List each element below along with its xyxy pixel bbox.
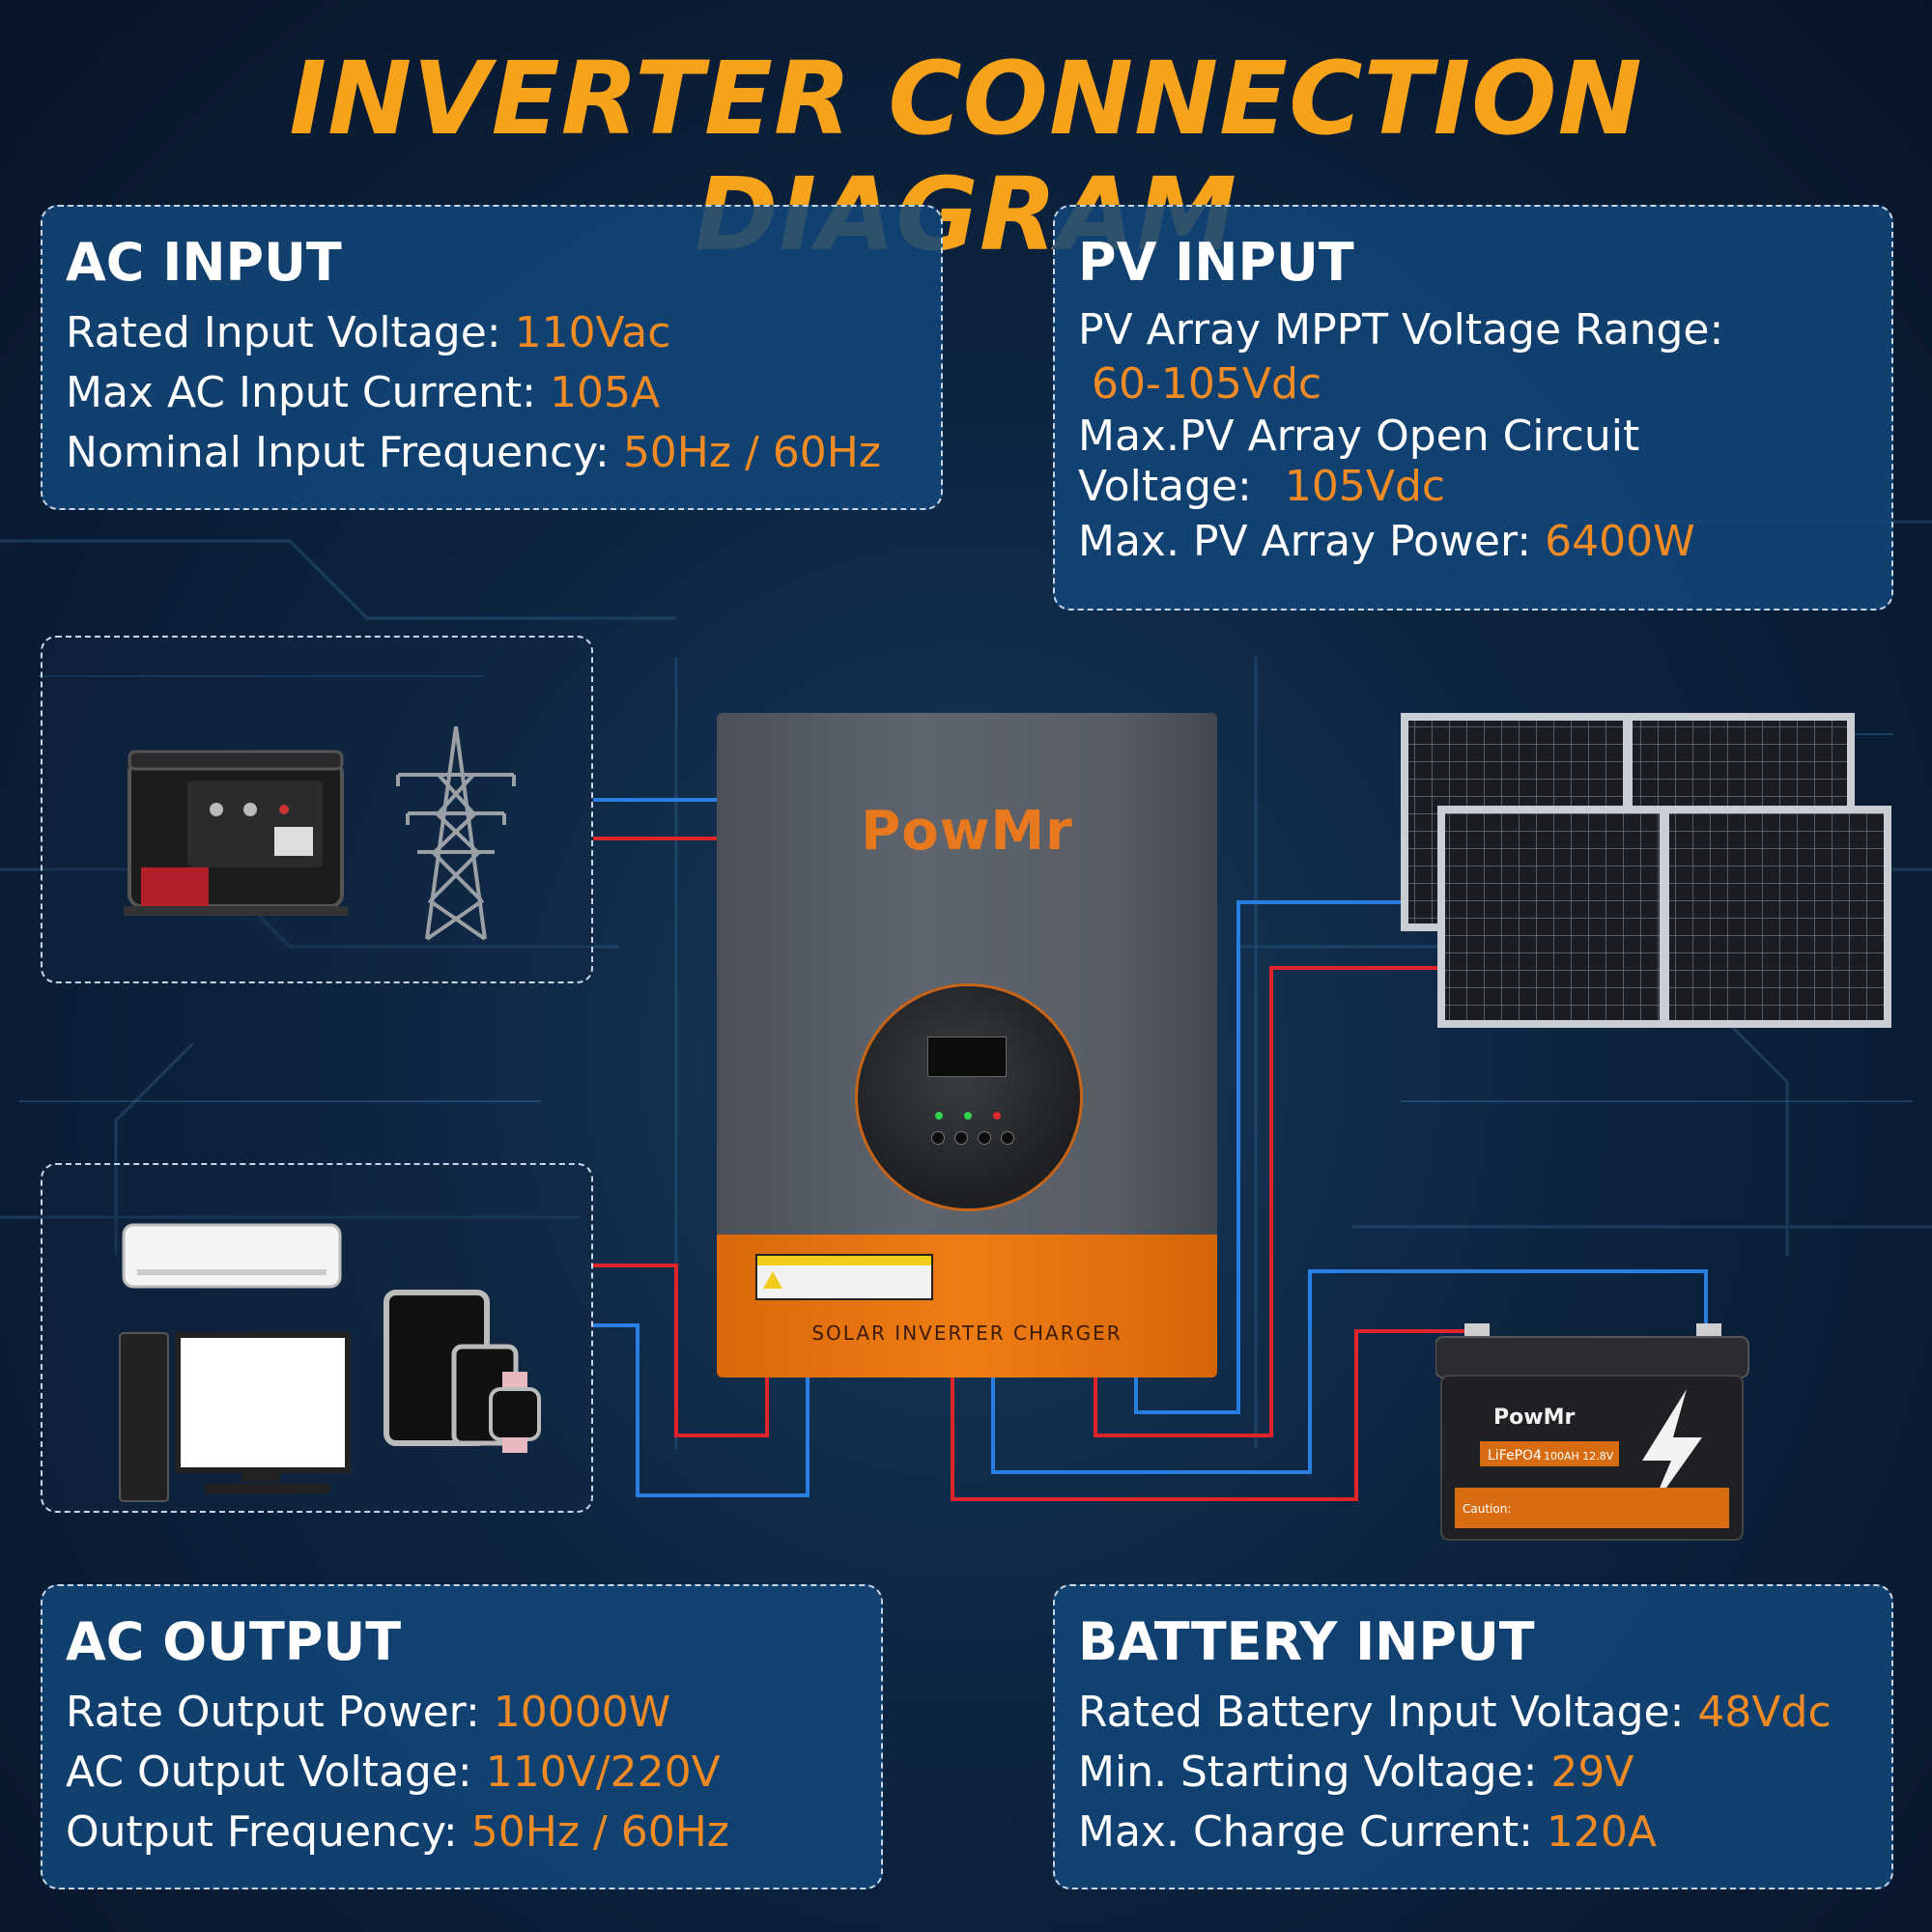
row-label: Rated Battery Input Voltage:: [1078, 1688, 1698, 1737]
row-value: 110V/220V: [485, 1747, 721, 1797]
inverter-button: [931, 1131, 945, 1145]
inverter-brand: PowMr: [861, 800, 1073, 863]
row-value: 105Vdc: [1284, 462, 1446, 511]
power-pylon-icon: [396, 726, 516, 941]
pv-input-heading: PV INPUT: [1078, 232, 1354, 293]
battery-icon: PowMr LiFePO4 100AH 12.8V Caution:: [1435, 1323, 1749, 1541]
status-led: [935, 1112, 943, 1120]
ac-output-wire-negative: [593, 1323, 810, 1497]
battery-capacity: 100AH 12.8V: [1544, 1450, 1614, 1463]
inverter-control-dial: [855, 983, 1083, 1211]
battery-input-row: Max. Charge Current: 120A: [1078, 1803, 1868, 1862]
caution-header: [757, 1256, 931, 1265]
row-value: 29V: [1550, 1747, 1634, 1797]
battery-caution: Caution:: [1463, 1502, 1511, 1516]
battery-input-row: Rated Battery Input Voltage: 48Vdc: [1078, 1683, 1868, 1743]
row-label: Min. Starting Voltage:: [1078, 1747, 1551, 1797]
row-label: Rate Output Power:: [66, 1688, 494, 1737]
row-label: Rated Input Voltage:: [66, 308, 515, 357]
ac-input-row: Max AC Input Current: 105A: [66, 363, 918, 423]
row-label: Max. PV Array Power:: [1078, 517, 1546, 566]
battery-input-panel: BATTERY INPUT Rated Battery Input Voltag…: [1053, 1584, 1893, 1889]
inverter-icon: PowMr SOLAR INVERTER CHARGER: [717, 713, 1217, 1378]
row-label: Nominal Input Frequency:: [66, 428, 623, 477]
tablet-icon: [384, 1290, 519, 1446]
ac-output-heading: AC OUTPUT: [66, 1611, 402, 1672]
ac-input-row: Rated Input Voltage: 110Vac: [66, 303, 918, 363]
air-conditioner-icon: [122, 1223, 342, 1289]
inverter-label: SOLAR INVERTER CHARGER: [811, 1321, 1122, 1345]
inverter-button: [1001, 1131, 1014, 1145]
inverter-base: SOLAR INVERTER CHARGER: [717, 1235, 1217, 1378]
generator-icon: [124, 750, 348, 916]
solar-panel-icon: [1401, 713, 1891, 1028]
loads-illustration: [119, 1223, 541, 1502]
row-label: AC Output Voltage:: [66, 1747, 486, 1797]
row-label: Max. Charge Current:: [1078, 1807, 1547, 1857]
pv-input-panel: PV INPUT PV Array MPPT Voltage Range:60-…: [1053, 205, 1893, 611]
desktop-computer-icon: [119, 1332, 351, 1502]
row-label: Max AC Input Current:: [66, 368, 550, 417]
caution-label: [755, 1254, 933, 1300]
battery-input-heading: BATTERY INPUT: [1078, 1611, 1535, 1672]
battery-terminal: [1464, 1323, 1490, 1339]
battery-chemistry: LiFePO4: [1488, 1448, 1542, 1463]
pv-input-row: PV Array MPPT Voltage Range:60-105Vdc: [1078, 303, 1868, 412]
battery-input-row: Min. Starting Voltage: 29V: [1078, 1743, 1868, 1803]
row-value: 48Vdc: [1697, 1688, 1832, 1737]
ac-input-panel: AC INPUT Rated Input Voltage: 110Vac Max…: [41, 205, 943, 510]
pv-input-row: Max. PV Array Power: 6400W: [1078, 512, 1868, 572]
pv-wire-positive: [1094, 966, 1439, 1437]
ac-source-box: [41, 636, 593, 983]
row-value: 120A: [1546, 1807, 1657, 1857]
inverter-button: [978, 1131, 991, 1145]
smartwatch-icon: [489, 1372, 541, 1453]
battery-terminal: [1696, 1323, 1721, 1339]
inverter-lcd-screen: [927, 1037, 1007, 1077]
warning-icon: [763, 1271, 782, 1289]
row-value: 50Hz / 60Hz: [622, 428, 881, 477]
battery-brand: PowMr: [1493, 1406, 1575, 1430]
ac-input-heading: AC INPUT: [66, 232, 342, 293]
pv-input-row: Max.PV Array Open Circuit Voltage: 105Vd…: [1078, 412, 1696, 512]
pv-wire-negative: [1134, 900, 1401, 1414]
row-value: 50Hz / 60Hz: [470, 1807, 729, 1857]
row-value: 10000W: [493, 1688, 671, 1737]
row-value: 6400W: [1545, 517, 1695, 566]
ac-output-panel: AC OUTPUT Rate Output Power: 10000W AC O…: [41, 1584, 883, 1889]
inverter-housing: PowMr: [717, 713, 1217, 1235]
row-value: 60-105Vdc: [1092, 359, 1322, 409]
ac-output-wire-positive: [593, 1264, 769, 1437]
ac-output-row: Output Frequency: 50Hz / 60Hz: [66, 1803, 858, 1862]
ac-loads-box: [41, 1163, 593, 1513]
inverter-button: [954, 1131, 968, 1145]
status-led: [993, 1112, 1001, 1120]
row-value: 110Vac: [514, 308, 671, 357]
ac-output-row: Rate Output Power: 10000W: [66, 1683, 858, 1743]
ac-input-row: Nominal Input Frequency: 50Hz / 60Hz: [66, 423, 918, 483]
row-value: 105A: [549, 368, 661, 417]
lightning-icon: [1642, 1389, 1702, 1511]
row-label: Max.PV Array Open Circuit Voltage:: [1078, 412, 1640, 511]
status-led: [964, 1112, 972, 1120]
ac-output-row: AC Output Voltage: 110V/220V: [66, 1743, 858, 1803]
row-label: Output Frequency:: [66, 1807, 471, 1857]
battery-wire-negative: [991, 1269, 1708, 1474]
row-label: PV Array MPPT Voltage Range:: [1078, 305, 1724, 355]
